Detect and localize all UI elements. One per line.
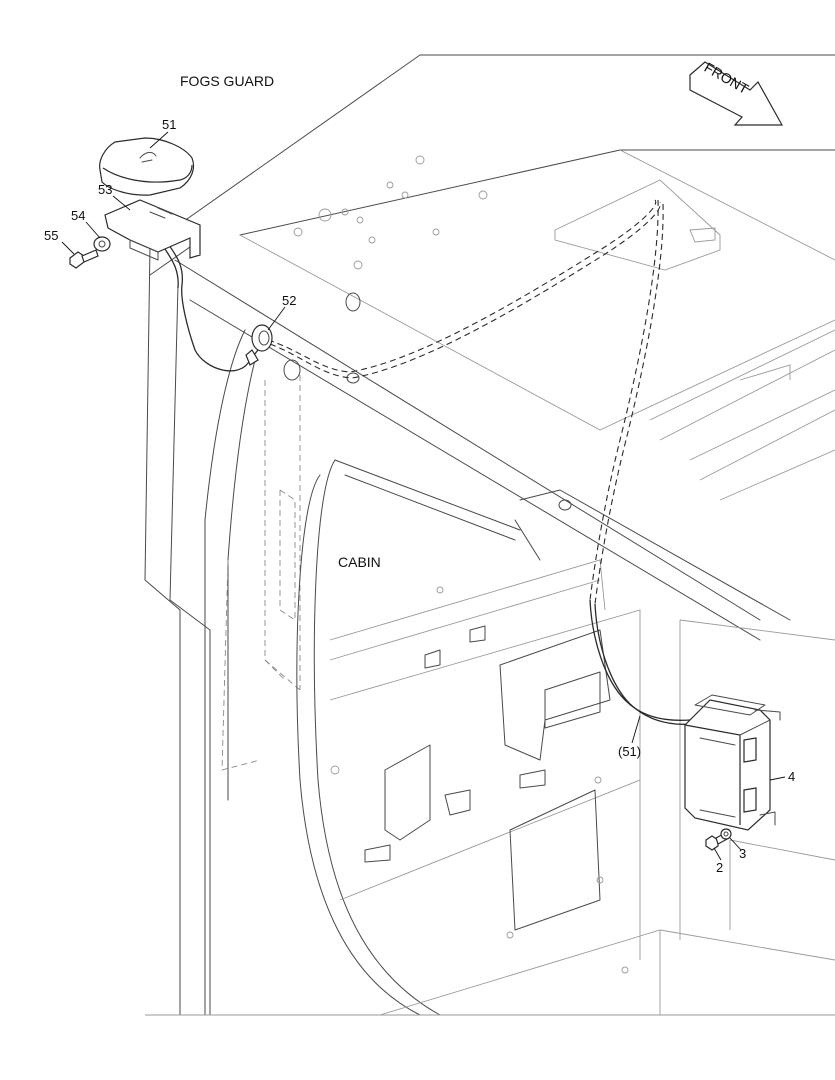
callout-4: 4 <box>788 769 795 784</box>
cabin-label: CABIN <box>338 554 381 570</box>
washer-part-54 <box>93 236 111 252</box>
callout-55: 55 <box>44 228 58 243</box>
labels: FOGS GUARD CABIN 51 53 54 55 52 (51) 4 3… <box>44 73 795 875</box>
callout-51-ref: (51) <box>618 744 641 759</box>
bolt-part-55 <box>69 249 99 269</box>
callout-2: 2 <box>716 860 723 875</box>
callout-54: 54 <box>71 208 85 223</box>
callout-51: 51 <box>162 117 176 132</box>
callout-53: 53 <box>98 182 112 197</box>
front-direction-arrow: FRONT <box>689 59 784 126</box>
fogs-guard-label: FOGS GUARD <box>180 73 274 89</box>
wiring-harness <box>147 199 693 725</box>
antenna-part-51 <box>99 137 195 196</box>
callout-52: 52 <box>282 293 296 308</box>
grommet-part-52 <box>245 324 273 366</box>
callout-leaders <box>61 131 786 861</box>
washer-part-3 <box>720 828 732 840</box>
bracket-part-53 <box>104 199 201 261</box>
controller-part-4 <box>684 694 781 831</box>
cabin-structure <box>144 54 835 1016</box>
roof-bolts <box>283 155 629 974</box>
callout-3: 3 <box>739 846 746 861</box>
